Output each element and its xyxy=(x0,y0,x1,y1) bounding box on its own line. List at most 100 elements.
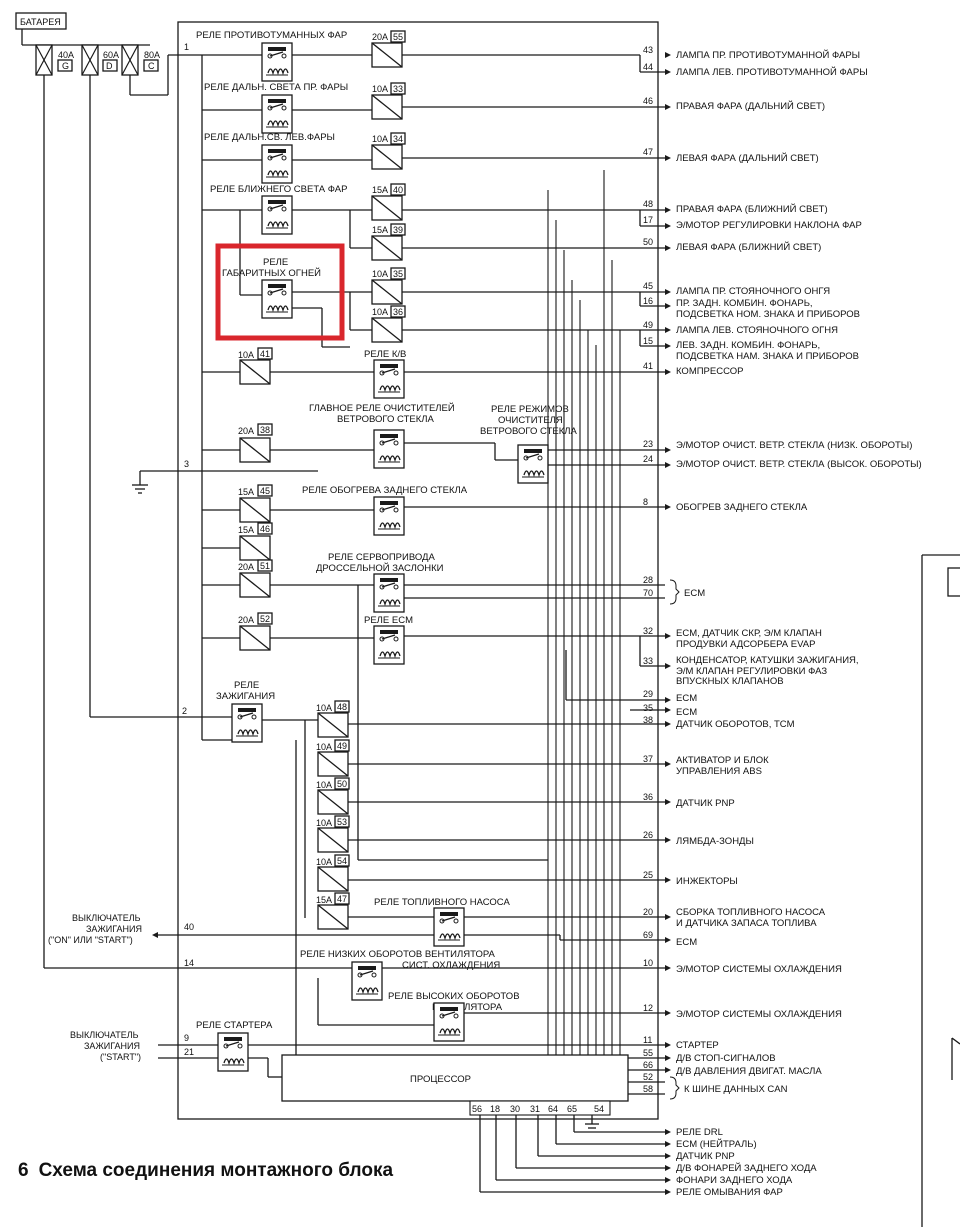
svg-text:10A: 10A xyxy=(316,742,332,752)
svg-text:21: 21 xyxy=(184,1047,194,1057)
svg-text:66: 66 xyxy=(643,1060,653,1070)
svg-text:Д/В ФОНАРЕЙ ЗАДНЕГО ХОДА: Д/В ФОНАРЕЙ ЗАДНЕГО ХОДА xyxy=(676,1162,817,1174)
bottom-output-list: РЕЛЕ DRL ECM (НЕЙТРАЛЬ) ДАТЧИК PNP Д/В Ф… xyxy=(676,1127,817,1198)
relay-fan-high xyxy=(433,1002,465,1042)
svg-text:10A: 10A xyxy=(316,818,332,828)
relay-parking-lights xyxy=(261,279,293,319)
svg-text:38: 38 xyxy=(260,425,270,435)
svg-text:ЗАЖИГАНИЯ: ЗАЖИГАНИЯ xyxy=(86,924,142,934)
svg-text:69: 69 xyxy=(643,930,653,940)
svg-text:31: 31 xyxy=(530,1104,540,1114)
output-list: 43 ЛАМПА ПР. ПРОТИВОТУМАННОЙ ФАРЫ 44 ЛАМ… xyxy=(643,45,922,1100)
svg-text:56: 56 xyxy=(472,1104,482,1114)
relay-ecm xyxy=(373,625,405,665)
svg-text:80A: 80A xyxy=(144,50,160,60)
svg-text:16: 16 xyxy=(643,296,653,306)
caption-title: Схема соединения монтажного блока xyxy=(38,1160,394,1181)
svg-text:ЗАЖИГАНИЯ: ЗАЖИГАНИЯ xyxy=(216,691,275,702)
svg-text:10: 10 xyxy=(643,958,653,968)
svg-text:РЕЛЕ ОМЫВАНИЯ ФАР: РЕЛЕ ОМЫВАНИЯ ФАР xyxy=(676,1187,783,1198)
svg-text:29: 29 xyxy=(643,689,653,699)
svg-text:10A: 10A xyxy=(316,857,332,867)
svg-text:ПОДСВЕТКА НАМ. ЗНАКА И ПРИБОРО: ПОДСВЕТКА НАМ. ЗНАКА И ПРИБОРОВ xyxy=(676,351,859,362)
svg-text:("START"): ("START") xyxy=(100,1052,141,1062)
svg-text:39: 39 xyxy=(393,225,403,235)
svg-text:18: 18 xyxy=(490,1104,500,1114)
svg-text:И ДАТЧИКА ЗАПАСА ТОПЛИВА: И ДАТЧИКА ЗАПАСА ТОПЛИВА xyxy=(676,918,817,929)
svg-text:C: C xyxy=(148,61,155,71)
svg-text:35: 35 xyxy=(393,269,403,279)
svg-text:46: 46 xyxy=(260,524,270,534)
svg-text:РЕЛЕ ДАЛЬН. СВЕТА ПР. ФАРЫ: РЕЛЕ ДАЛЬН. СВЕТА ПР. ФАРЫ xyxy=(204,82,348,93)
svg-text:40: 40 xyxy=(184,922,194,932)
svg-text:ECM: ECM xyxy=(676,693,697,704)
svg-text:70: 70 xyxy=(643,588,653,598)
svg-text:Э/МОТОР СИСТЕМЫ ОХЛАЖДЕНИЯ: Э/МОТОР СИСТЕМЫ ОХЛАЖДЕНИЯ xyxy=(676,1009,842,1020)
svg-text:15A: 15A xyxy=(238,487,254,497)
svg-text:КОМПРЕССОР: КОМПРЕССОР xyxy=(676,366,743,377)
svg-text:44: 44 xyxy=(643,62,653,72)
processor-box xyxy=(281,1054,629,1102)
svg-text:10A: 10A xyxy=(372,269,388,279)
svg-text:55: 55 xyxy=(393,32,403,42)
svg-text:49: 49 xyxy=(643,320,653,330)
svg-text:G: G xyxy=(62,61,69,71)
relay-ac xyxy=(373,359,405,399)
svg-text:9: 9 xyxy=(184,1033,189,1043)
fuse-52 xyxy=(239,625,271,651)
svg-text:ДАТЧИК ОБОРОТОВ, TCM: ДАТЧИК ОБОРОТОВ, TCM xyxy=(676,719,795,730)
svg-text:64: 64 xyxy=(548,1104,558,1114)
svg-text:33: 33 xyxy=(643,656,653,666)
svg-text:ВПУСКНЫХ КЛАПАНОВ: ВПУСКНЫХ КЛАПАНОВ xyxy=(676,676,784,687)
svg-text:D: D xyxy=(106,61,113,71)
relay-fuel-pump xyxy=(433,907,465,947)
svg-text:РЕЛЕ СЕРВОПРИВОДА: РЕЛЕ СЕРВОПРИВОДА xyxy=(328,552,435,563)
svg-text:38: 38 xyxy=(643,715,653,725)
svg-text:43: 43 xyxy=(643,45,653,55)
svg-text:ВЕТРОВОГО СТЕКЛА: ВЕТРОВОГО СТЕКЛА xyxy=(480,426,577,437)
svg-text:РЕЛЕ: РЕЛЕ xyxy=(234,680,259,691)
svg-text:10A: 10A xyxy=(372,307,388,317)
svg-text:ПРАВАЯ ФАРА (ДАЛЬНИЙ СВЕТ): ПРАВАЯ ФАРА (ДАЛЬНИЙ СВЕТ) xyxy=(676,100,825,112)
svg-text:ВЕНТИЛЯТОРА: ВЕНТИЛЯТОРА xyxy=(432,1002,503,1013)
svg-text:ECM (НЕЙТРАЛЬ): ECM (НЕЙТРАЛЬ) xyxy=(676,1138,757,1150)
svg-text:10A: 10A xyxy=(238,350,254,360)
svg-text:ЛЯМБДА-ЗОНДЫ: ЛЯМБДА-ЗОНДЫ xyxy=(676,836,754,847)
svg-text:2: 2 xyxy=(182,706,187,716)
svg-text:24: 24 xyxy=(643,454,653,464)
svg-text:РЕЛЕ НИЗКИХ ОБОРОТОВ ВЕНТИЛЯТО: РЕЛЕ НИЗКИХ ОБОРОТОВ ВЕНТИЛЯТОРА xyxy=(300,949,496,960)
svg-text:50: 50 xyxy=(643,237,653,247)
svg-text:53: 53 xyxy=(337,817,347,827)
relay-fog xyxy=(261,42,293,82)
svg-text:ПРАВАЯ ФАРА (БЛИЖНИЙ СВЕТ): ПРАВАЯ ФАРА (БЛИЖНИЙ СВЕТ) xyxy=(676,203,828,215)
svg-text:52: 52 xyxy=(643,1072,653,1082)
svg-text:17: 17 xyxy=(643,215,653,225)
svg-text:10A: 10A xyxy=(316,703,332,713)
relay-ignition xyxy=(231,703,263,743)
svg-text:10A: 10A xyxy=(372,134,388,144)
svg-text:14: 14 xyxy=(184,958,194,968)
fuse-block-frame xyxy=(177,21,659,1120)
svg-text:ПРОДУВКИ АДСОРБЕРА EVAP: ПРОДУВКИ АДСОРБЕРА EVAP xyxy=(676,639,815,650)
svg-text:40A: 40A xyxy=(58,50,74,60)
relay-low-beam xyxy=(261,195,293,235)
relay-fog-label: РЕЛЕ ПРОТИВОТУМАННЫХ ФАР xyxy=(196,30,347,41)
svg-text:54: 54 xyxy=(337,856,347,866)
svg-text:20: 20 xyxy=(643,907,653,917)
svg-text:ЛЕВ. ЗАДН. КОМБИН. ФОНАРЬ,: ЛЕВ. ЗАДН. КОМБИН. ФОНАРЬ, xyxy=(676,340,820,351)
svg-text:АКТИВАТОР И БЛОК: АКТИВАТОР И БЛОК xyxy=(676,755,769,766)
svg-text:15: 15 xyxy=(643,336,653,346)
svg-text:48: 48 xyxy=(337,702,347,712)
svg-text:25: 25 xyxy=(643,870,653,880)
relay-throttle xyxy=(373,573,405,613)
svg-text:1: 1 xyxy=(184,42,189,52)
svg-text:ECM: ECM xyxy=(676,707,697,718)
svg-text:34: 34 xyxy=(393,134,403,144)
relay-wiper-main xyxy=(373,429,405,469)
svg-text:ВЫКЛЮЧАТЕЛЬ: ВЫКЛЮЧАТЕЛЬ xyxy=(72,913,141,923)
svg-text:32: 32 xyxy=(643,626,653,636)
svg-text:33: 33 xyxy=(393,84,403,94)
svg-text:РЕЛЕ ОБОГРЕВА ЗАДНЕГО СТЕКЛА: РЕЛЕ ОБОГРЕВА ЗАДНЕГО СТЕКЛА xyxy=(302,485,468,496)
svg-text:ECM: ECM xyxy=(676,937,697,948)
